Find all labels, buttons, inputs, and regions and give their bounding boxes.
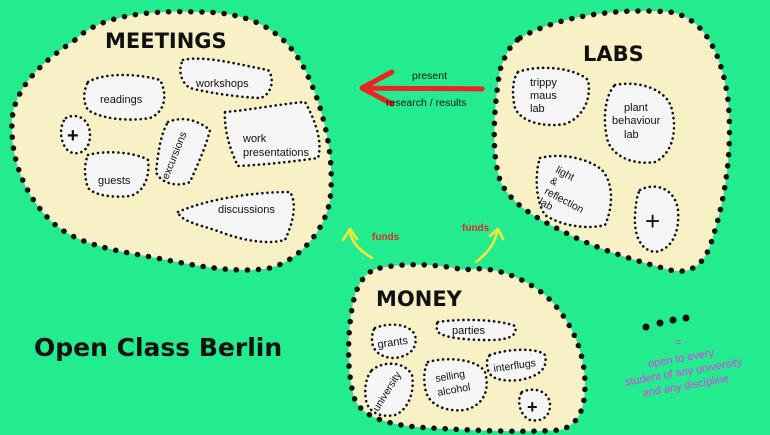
plant-line2: behaviour xyxy=(612,115,661,127)
plant-line1: plant xyxy=(624,102,648,114)
money-title: MONEY xyxy=(376,287,463,311)
readings-label: readings xyxy=(100,94,143,106)
labs-plus-label: + xyxy=(645,206,660,236)
selling-line2: alcohol xyxy=(436,381,471,399)
present-label: present xyxy=(412,70,447,82)
funds-left-line xyxy=(348,230,374,260)
light-line2: & xyxy=(548,175,560,189)
money-plus-label: + xyxy=(527,397,538,417)
plant-line3: lab xyxy=(624,129,639,141)
interflugs-label: interflugs xyxy=(493,357,537,375)
work-label-line1: work xyxy=(242,133,267,145)
research-results-label: research / results xyxy=(386,97,467,109)
money-plus-bubble xyxy=(517,388,552,422)
work-label-line2: presentations xyxy=(243,147,310,159)
legend-equals: = xyxy=(674,336,682,349)
trippy-line2: maus xyxy=(530,90,557,102)
legend-dots xyxy=(642,314,690,331)
trippy-line3: lab xyxy=(530,103,545,115)
workshops-bubble xyxy=(179,57,274,100)
work-presentations-bubble xyxy=(223,100,321,168)
meetings-title: MEETINGS xyxy=(105,29,227,53)
funds-right-label: funds xyxy=(462,223,490,234)
plant-behaviour-lab-bubble xyxy=(603,82,676,164)
guests-bubble xyxy=(83,150,150,198)
discussions-bubble xyxy=(176,190,296,244)
selling-line1: selling xyxy=(434,368,466,385)
meetings-plus-label: + xyxy=(67,125,79,147)
red-arrow-head xyxy=(359,69,395,107)
excursions-bubble xyxy=(154,117,212,186)
grants-label: grants xyxy=(377,335,409,351)
meetings-group: MEETINGS workshops readings + excursions… xyxy=(9,8,335,273)
funds-arrow-right: funds xyxy=(462,223,505,264)
guests-label: guests xyxy=(98,175,131,187)
light-reflection-lab-bubble xyxy=(535,154,613,229)
trippy-line1: trippy xyxy=(530,77,557,89)
selling-alcohol-bubble xyxy=(422,357,488,412)
grants-bubble xyxy=(370,323,417,360)
interflugs-bubble xyxy=(485,348,547,382)
funds-right-head xyxy=(488,227,505,241)
labs-title: LABS xyxy=(583,42,644,66)
workshops-label: workshops xyxy=(195,78,249,90)
discussions-label: discussions xyxy=(218,204,275,216)
money-group: MONEY grants parties university selling … xyxy=(345,261,588,435)
labs-plus-bubble xyxy=(633,185,680,254)
red-arrow-line xyxy=(362,85,485,92)
parties-bubble xyxy=(435,318,517,342)
legend: = open to every student of any universit… xyxy=(624,314,743,400)
labs-group: LABS trippy maus lab plant behaviour lab… xyxy=(491,8,733,274)
parties-label: parties xyxy=(452,325,486,337)
readings-bubble xyxy=(82,73,166,121)
present-research-arrow: present research / results xyxy=(359,69,485,109)
brand-title: Open Class Berlin xyxy=(34,333,282,362)
funds-left-label: funds xyxy=(372,232,400,243)
funds-arrow-left: funds xyxy=(341,227,400,260)
university-bubble xyxy=(363,362,414,418)
funds-left-head xyxy=(341,227,359,242)
funds-right-line xyxy=(474,230,499,264)
meetings-plus-bubble xyxy=(59,114,92,155)
light-line4: lab xyxy=(537,196,555,213)
trippy-maus-lab-bubble xyxy=(511,66,591,127)
